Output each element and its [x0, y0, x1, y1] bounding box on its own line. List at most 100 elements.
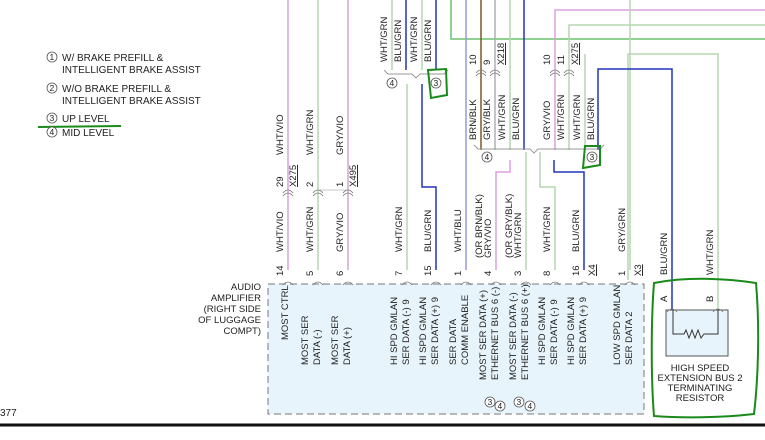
option-badge	[494, 400, 506, 412]
legend-item-1: 1 W/ BRAKE PREFILL & INTELLIGENT BRAKE A…	[46, 51, 201, 76]
wire-label-amp: BLU/GRN	[571, 210, 582, 252]
legend-text: INTELLIGENT BRAKE ASSIST	[62, 65, 201, 76]
pin-function: SER DATA 2	[624, 312, 635, 366]
option-badge-num: 4	[528, 401, 533, 411]
wire-label-inline-above: WHT/GRN	[305, 109, 316, 155]
wire-label-amp: GRY/VIO	[335, 213, 346, 252]
wire-label-amp: WHT/GRN	[542, 206, 553, 252]
wire-label-upper: WHT/GRN	[497, 94, 508, 140]
pin-function: MOST SER DATA (+)	[478, 290, 489, 380]
resistor-label: HIGH SPEED EXTENSION BUS 2 TERMINATING R…	[658, 363, 743, 404]
audio-amplifier-label: AUDIO AMPLIFIER (RIGHT SIDE OF LUGGAGE C…	[198, 282, 261, 337]
resistor-name-line: RESISTOR	[676, 393, 725, 404]
pin-function: SER DATA (-) 9	[549, 299, 560, 365]
amp-pin-terminal	[578, 281, 590, 286]
pin-function: HI SPD GMLAN	[418, 297, 429, 365]
legend-item-2: 2 W/O BRAKE PREFILL & INTELLIGENT BRAKE …	[46, 82, 201, 107]
wire-label-amp: WHT/BLU	[453, 209, 464, 252]
inline-connector-terminal	[282, 189, 294, 194]
pin-function: SER DATA (+) 9	[430, 297, 441, 365]
inline-connector-terminal	[475, 72, 487, 77]
connector-id: X275	[570, 43, 581, 65]
wire-label-upper: GRY/VIO	[542, 101, 553, 140]
resistor-pin-letter: B	[705, 296, 716, 302]
amp-pin-terminal	[460, 281, 472, 286]
wire-label-upper: BRN/BLK	[468, 99, 479, 140]
wire-label-top: BLU/GRN	[393, 20, 404, 62]
wire-blu-grn-pin15	[421, 84, 437, 270]
connector-id: X495	[348, 165, 359, 187]
resistor-pin-terminal	[712, 308, 724, 313]
wire-label-upper: BLU/GRN	[511, 98, 522, 140]
top-splice-bar	[383, 69, 449, 79]
resistor-highlight	[650, 277, 760, 419]
legend-num: 3	[50, 113, 55, 123]
wire-lightgreen-right	[627, 53, 719, 310]
wire-label-upper: GRY/BLK	[482, 98, 493, 140]
wire-lg-pin8	[539, 152, 556, 270]
terminating-resistor	[650, 277, 760, 419]
wire-label-top: WHT/GRN	[379, 16, 390, 62]
option-badge-num: 4	[498, 401, 503, 411]
option-badge	[586, 151, 598, 163]
wire-label-amp: WHT/GRN	[513, 212, 524, 258]
resistor-pin-terminal	[666, 308, 678, 313]
pin-function: SER DATA (-) 9	[401, 299, 412, 365]
amp-pin-terminal	[624, 281, 636, 286]
component-name-line: AMPLIFIER	[211, 293, 261, 304]
wire-pink-pin4	[495, 160, 511, 270]
option-badge-num: 4	[485, 152, 490, 162]
option-badge-num: 4	[390, 78, 395, 88]
pin-function: MOST SER	[330, 315, 341, 365]
legend-num: 1	[50, 52, 55, 62]
wire-label-upper: WHT/GRN	[556, 94, 567, 140]
legend-text: INTELLIGENT BRAKE ASSIST	[62, 96, 201, 107]
wire-label-upper: BLU/GRN	[586, 98, 597, 140]
inline-connector-terminal	[342, 189, 354, 194]
option3-highlight-top	[426, 67, 449, 100]
component-name-line: COMPT)	[224, 326, 261, 337]
component-name-line: AUDIO	[231, 282, 261, 293]
option-badge-num: 3	[590, 152, 595, 162]
top-wires	[450, 0, 765, 310]
legend-text: W/ BRAKE PREFILL &	[62, 53, 164, 64]
legend-item-4: 4 MID LEVEL	[46, 126, 115, 139]
pin-function: DATA (+)	[342, 327, 353, 365]
pin-number: 2	[305, 182, 316, 187]
option-badge	[513, 396, 525, 408]
pin-function: HI SPD GMLAN	[537, 297, 548, 365]
connector-id: X218	[496, 43, 507, 65]
resistor-name-line: TERMINATING	[668, 383, 733, 394]
amp-pin-terminal	[342, 281, 354, 286]
inline-connector-terminal	[489, 72, 501, 77]
audio-amplifier-box	[267, 283, 645, 415]
amp-pin-terminal	[312, 281, 324, 286]
amp-pin-terminal	[282, 281, 294, 286]
wire-label-amp: WHT/GRN	[305, 206, 316, 252]
pin-number: 16	[571, 265, 582, 276]
inline-connector-terminal	[563, 72, 575, 77]
legend: 1 W/ BRAKE PREFILL & INTELLIGENT BRAKE A…	[46, 51, 201, 139]
amp-pin-terminal	[490, 281, 502, 286]
wire-label-inline-above: GRY/VIO	[335, 116, 346, 155]
wire-label-top: BLU/GRN	[423, 20, 434, 62]
inline-connector-terminal	[549, 69, 561, 74]
wire-lightgreen-top	[568, 24, 765, 54]
option-badge	[430, 77, 442, 89]
wire-label-amp: WHT/GRN	[394, 206, 405, 252]
splice-bars	[383, 69, 605, 154]
resistor-name-line: HIGH SPEED	[671, 363, 730, 374]
pin-number: 6	[335, 271, 346, 276]
pin-function: HI SPD GMLAN	[389, 297, 400, 365]
page-number: 377	[0, 408, 17, 419]
resistor-name-line: EXTENSION BUS 2	[658, 373, 743, 384]
wire-label-amp: GRY/GRN	[617, 208, 628, 252]
inline-connector-terminal	[549, 72, 561, 77]
inline-connector-terminal	[342, 192, 354, 197]
pin-number: 1	[335, 182, 346, 187]
inline-connector-terminal	[312, 192, 324, 197]
pin-number: 5	[305, 271, 316, 276]
resistor-pin-letter: A	[659, 295, 670, 302]
